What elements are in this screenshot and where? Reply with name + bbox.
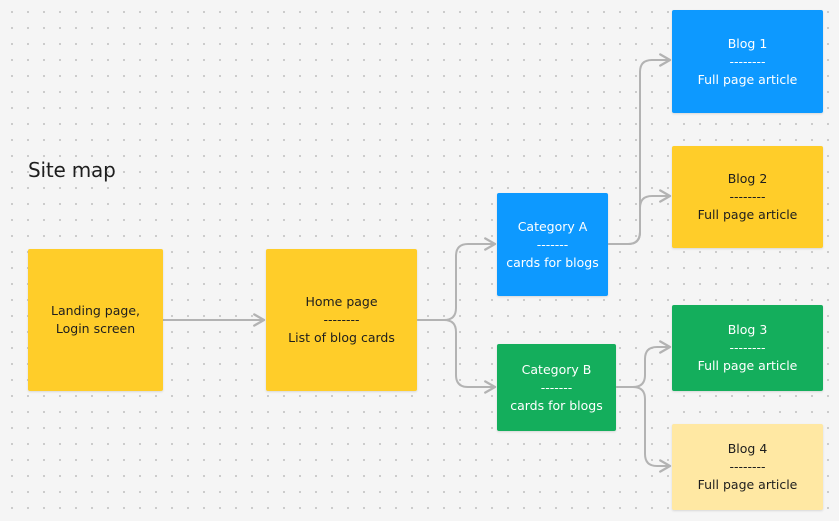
sticky-text-line: -------- — [729, 459, 766, 474]
sticky-text-line: -------- — [323, 312, 360, 327]
sticky-text-line: cards for blogs — [510, 397, 603, 413]
connector-category-a-to-blog-2[interactable] — [608, 189, 672, 245]
page-title: Site map — [28, 158, 116, 182]
sticky-category-a[interactable]: Category A ------- cards for blogs — [497, 193, 608, 296]
connector-home-to-category-a[interactable] — [417, 237, 497, 321]
sticky-home-page[interactable]: Home page -------- List of blog cards — [266, 249, 417, 391]
sticky-category-b[interactable]: Category B ------- cards for blogs — [497, 344, 616, 431]
connector-category-b-to-blog-4[interactable] — [616, 386, 672, 473]
sticky-text-line: Full page article — [697, 358, 798, 373]
sticky-text-line: Category A — [517, 218, 588, 234]
sticky-blog-3[interactable]: Blog 3 -------- Full page article — [672, 305, 823, 391]
sticky-text-line: Blog 1 — [727, 35, 768, 51]
sticky-text-line: Blog 3 — [727, 322, 768, 337]
sticky-text-line: ------- — [536, 236, 569, 252]
sticky-blog-2[interactable]: Blog 2 -------- Full page article — [672, 146, 823, 248]
sticky-text-line: ------- — [540, 379, 573, 395]
sticky-text-line: Full page article — [697, 477, 798, 492]
sticky-text-line: Full page article — [697, 71, 798, 87]
sticky-text-line: Login screen — [55, 321, 136, 336]
sticky-text-line: Blog 2 — [727, 171, 768, 186]
sticky-text-line: Landing page, — [51, 303, 140, 318]
connector-category-b-to-blog-3[interactable] — [616, 340, 672, 388]
sticky-text-line: Home page — [305, 294, 378, 309]
sticky-blog-1[interactable]: Blog 1 -------- Full page article — [672, 10, 823, 113]
sticky-text-line: -------- — [729, 53, 766, 69]
sticky-text-line: List of blog cards — [288, 330, 395, 345]
sticky-text-line: Full page article — [697, 207, 798, 222]
sticky-text-line: Blog 4 — [727, 441, 768, 456]
sticky-text-line: -------- — [729, 189, 766, 204]
sticky-text-line: -------- — [729, 340, 766, 355]
sticky-text-line: Category B — [521, 361, 592, 377]
sticky-landing-page[interactable]: Landing page, Login screen — [28, 249, 163, 391]
connector-category-a-to-blog-1[interactable] — [608, 53, 672, 245]
sticky-text-line: cards for blogs — [506, 254, 599, 270]
connector-home-to-category-b[interactable] — [417, 319, 497, 394]
sticky-blog-4[interactable]: Blog 4 -------- Full page article — [672, 424, 823, 510]
